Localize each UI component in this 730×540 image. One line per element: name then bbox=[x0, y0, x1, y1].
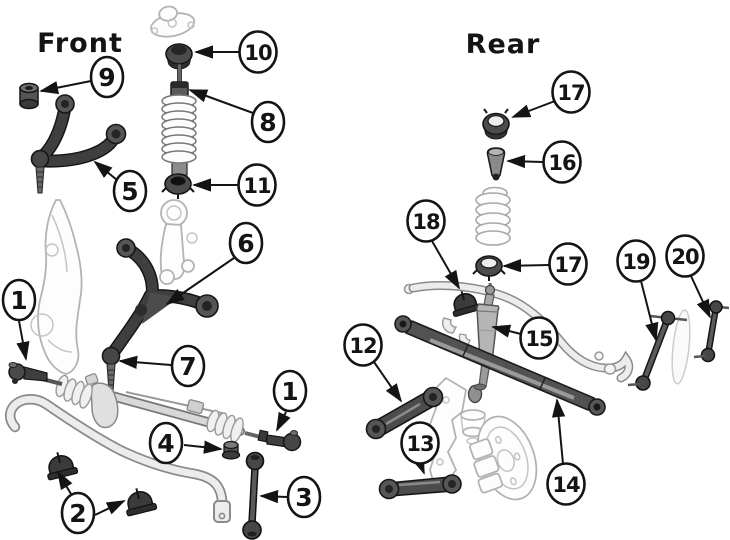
svg-text:17: 17 bbox=[557, 81, 584, 105]
track-bar bbox=[394, 315, 606, 416]
callout-10: 10 bbox=[194, 30, 278, 74]
callout-17-lower: 17 bbox=[502, 242, 588, 286]
tie-rod-end-left bbox=[8, 362, 63, 386]
rear-stabilizer-links bbox=[627, 300, 730, 391]
svg-text:18: 18 bbox=[412, 210, 440, 234]
callout-2: 2 bbox=[57, 470, 126, 535]
rear-lower-control-arm bbox=[378, 474, 462, 500]
callout-20: 20 bbox=[665, 234, 711, 319]
tie-rod-nut bbox=[221, 440, 241, 460]
callout-18: 18 bbox=[406, 199, 460, 290]
svg-text:17: 17 bbox=[554, 253, 581, 277]
svg-text:2: 2 bbox=[69, 499, 86, 528]
svg-text:16: 16 bbox=[548, 151, 576, 175]
callout-5: 5 bbox=[93, 160, 148, 213]
rear-knuckle-rotor-outline bbox=[427, 376, 538, 501]
svg-text:5: 5 bbox=[121, 177, 138, 206]
jounce-bumper bbox=[486, 147, 506, 181]
steering-knuckle-outline bbox=[30, 199, 83, 375]
rear-upper-control-arm bbox=[365, 386, 444, 440]
rear-label: Rear bbox=[466, 29, 541, 60]
callouts: 9 10 8 5 11 6 7 bbox=[1, 30, 711, 535]
callout-4: 4 bbox=[148, 421, 223, 465]
tie-rod-end-right bbox=[244, 429, 302, 452]
stabilizer-link-20 bbox=[693, 300, 730, 363]
strut-mount-outline bbox=[150, 5, 196, 38]
callout-15: 15 bbox=[491, 316, 559, 360]
callout-19: 19 bbox=[616, 239, 659, 342]
callout-14: 14 bbox=[546, 398, 586, 506]
upper-isolator bbox=[165, 43, 193, 70]
upper-control-arm bbox=[30, 94, 127, 194]
svg-text:9: 9 bbox=[98, 63, 115, 92]
front-section: Front bbox=[4, 5, 302, 540]
callout-11: 11 bbox=[192, 163, 277, 207]
svg-text:8: 8 bbox=[259, 108, 276, 137]
stabilizer-bar-front bbox=[4, 393, 231, 523]
callout-16: 16 bbox=[506, 140, 582, 184]
svg-text:19: 19 bbox=[622, 250, 650, 274]
rear-shock bbox=[467, 282, 500, 404]
svg-text:3: 3 bbox=[295, 483, 312, 512]
svg-text:20: 20 bbox=[671, 245, 699, 269]
callout-13: 13 bbox=[400, 421, 440, 475]
callout-6: 6 bbox=[165, 221, 264, 306]
rear-coil-spring bbox=[475, 186, 511, 246]
lower-control-arm bbox=[101, 238, 219, 393]
svg-text:1: 1 bbox=[281, 377, 298, 406]
stabilizer-link-19 bbox=[627, 310, 688, 391]
rear-lower-isolator bbox=[472, 255, 506, 281]
stabilizer-link-front bbox=[242, 451, 265, 540]
callout-8: 8 bbox=[188, 89, 286, 144]
svg-text:6: 6 bbox=[237, 229, 254, 258]
rack-bellows-left bbox=[55, 374, 93, 409]
svg-text:4: 4 bbox=[157, 429, 174, 458]
svg-text:1: 1 bbox=[10, 286, 27, 315]
svg-text:12: 12 bbox=[349, 334, 376, 358]
svg-text:10: 10 bbox=[244, 41, 272, 65]
stabilizer-bushing-18 bbox=[452, 291, 482, 317]
svg-text:13: 13 bbox=[406, 432, 433, 456]
callout-1-right: 1 bbox=[272, 369, 308, 432]
svg-text:15: 15 bbox=[525, 327, 553, 351]
coilover-shock bbox=[161, 63, 197, 176]
svg-text:7: 7 bbox=[179, 352, 196, 381]
svg-text:14: 14 bbox=[552, 473, 580, 497]
rear-section: Rear bbox=[365, 29, 730, 501]
lower-isolator bbox=[161, 173, 195, 199]
callout-3: 3 bbox=[259, 475, 322, 519]
callout-17-upper: 17 bbox=[511, 70, 591, 118]
rack-bellows-right bbox=[206, 409, 244, 443]
callout-12: 12 bbox=[343, 323, 403, 403]
callout-1-left: 1 bbox=[1, 278, 37, 361]
knuckle-fork-outline bbox=[159, 199, 198, 285]
callout-9: 9 bbox=[39, 55, 125, 99]
svg-text:11: 11 bbox=[243, 174, 271, 198]
stabilizer-bushing-9 bbox=[19, 82, 39, 110]
callout-7: 7 bbox=[118, 344, 206, 388]
front-label: Front bbox=[37, 28, 123, 59]
rear-upper-isolator bbox=[482, 108, 510, 140]
stabilizer-bushing-b bbox=[126, 488, 158, 517]
steering-rack bbox=[8, 362, 302, 452]
